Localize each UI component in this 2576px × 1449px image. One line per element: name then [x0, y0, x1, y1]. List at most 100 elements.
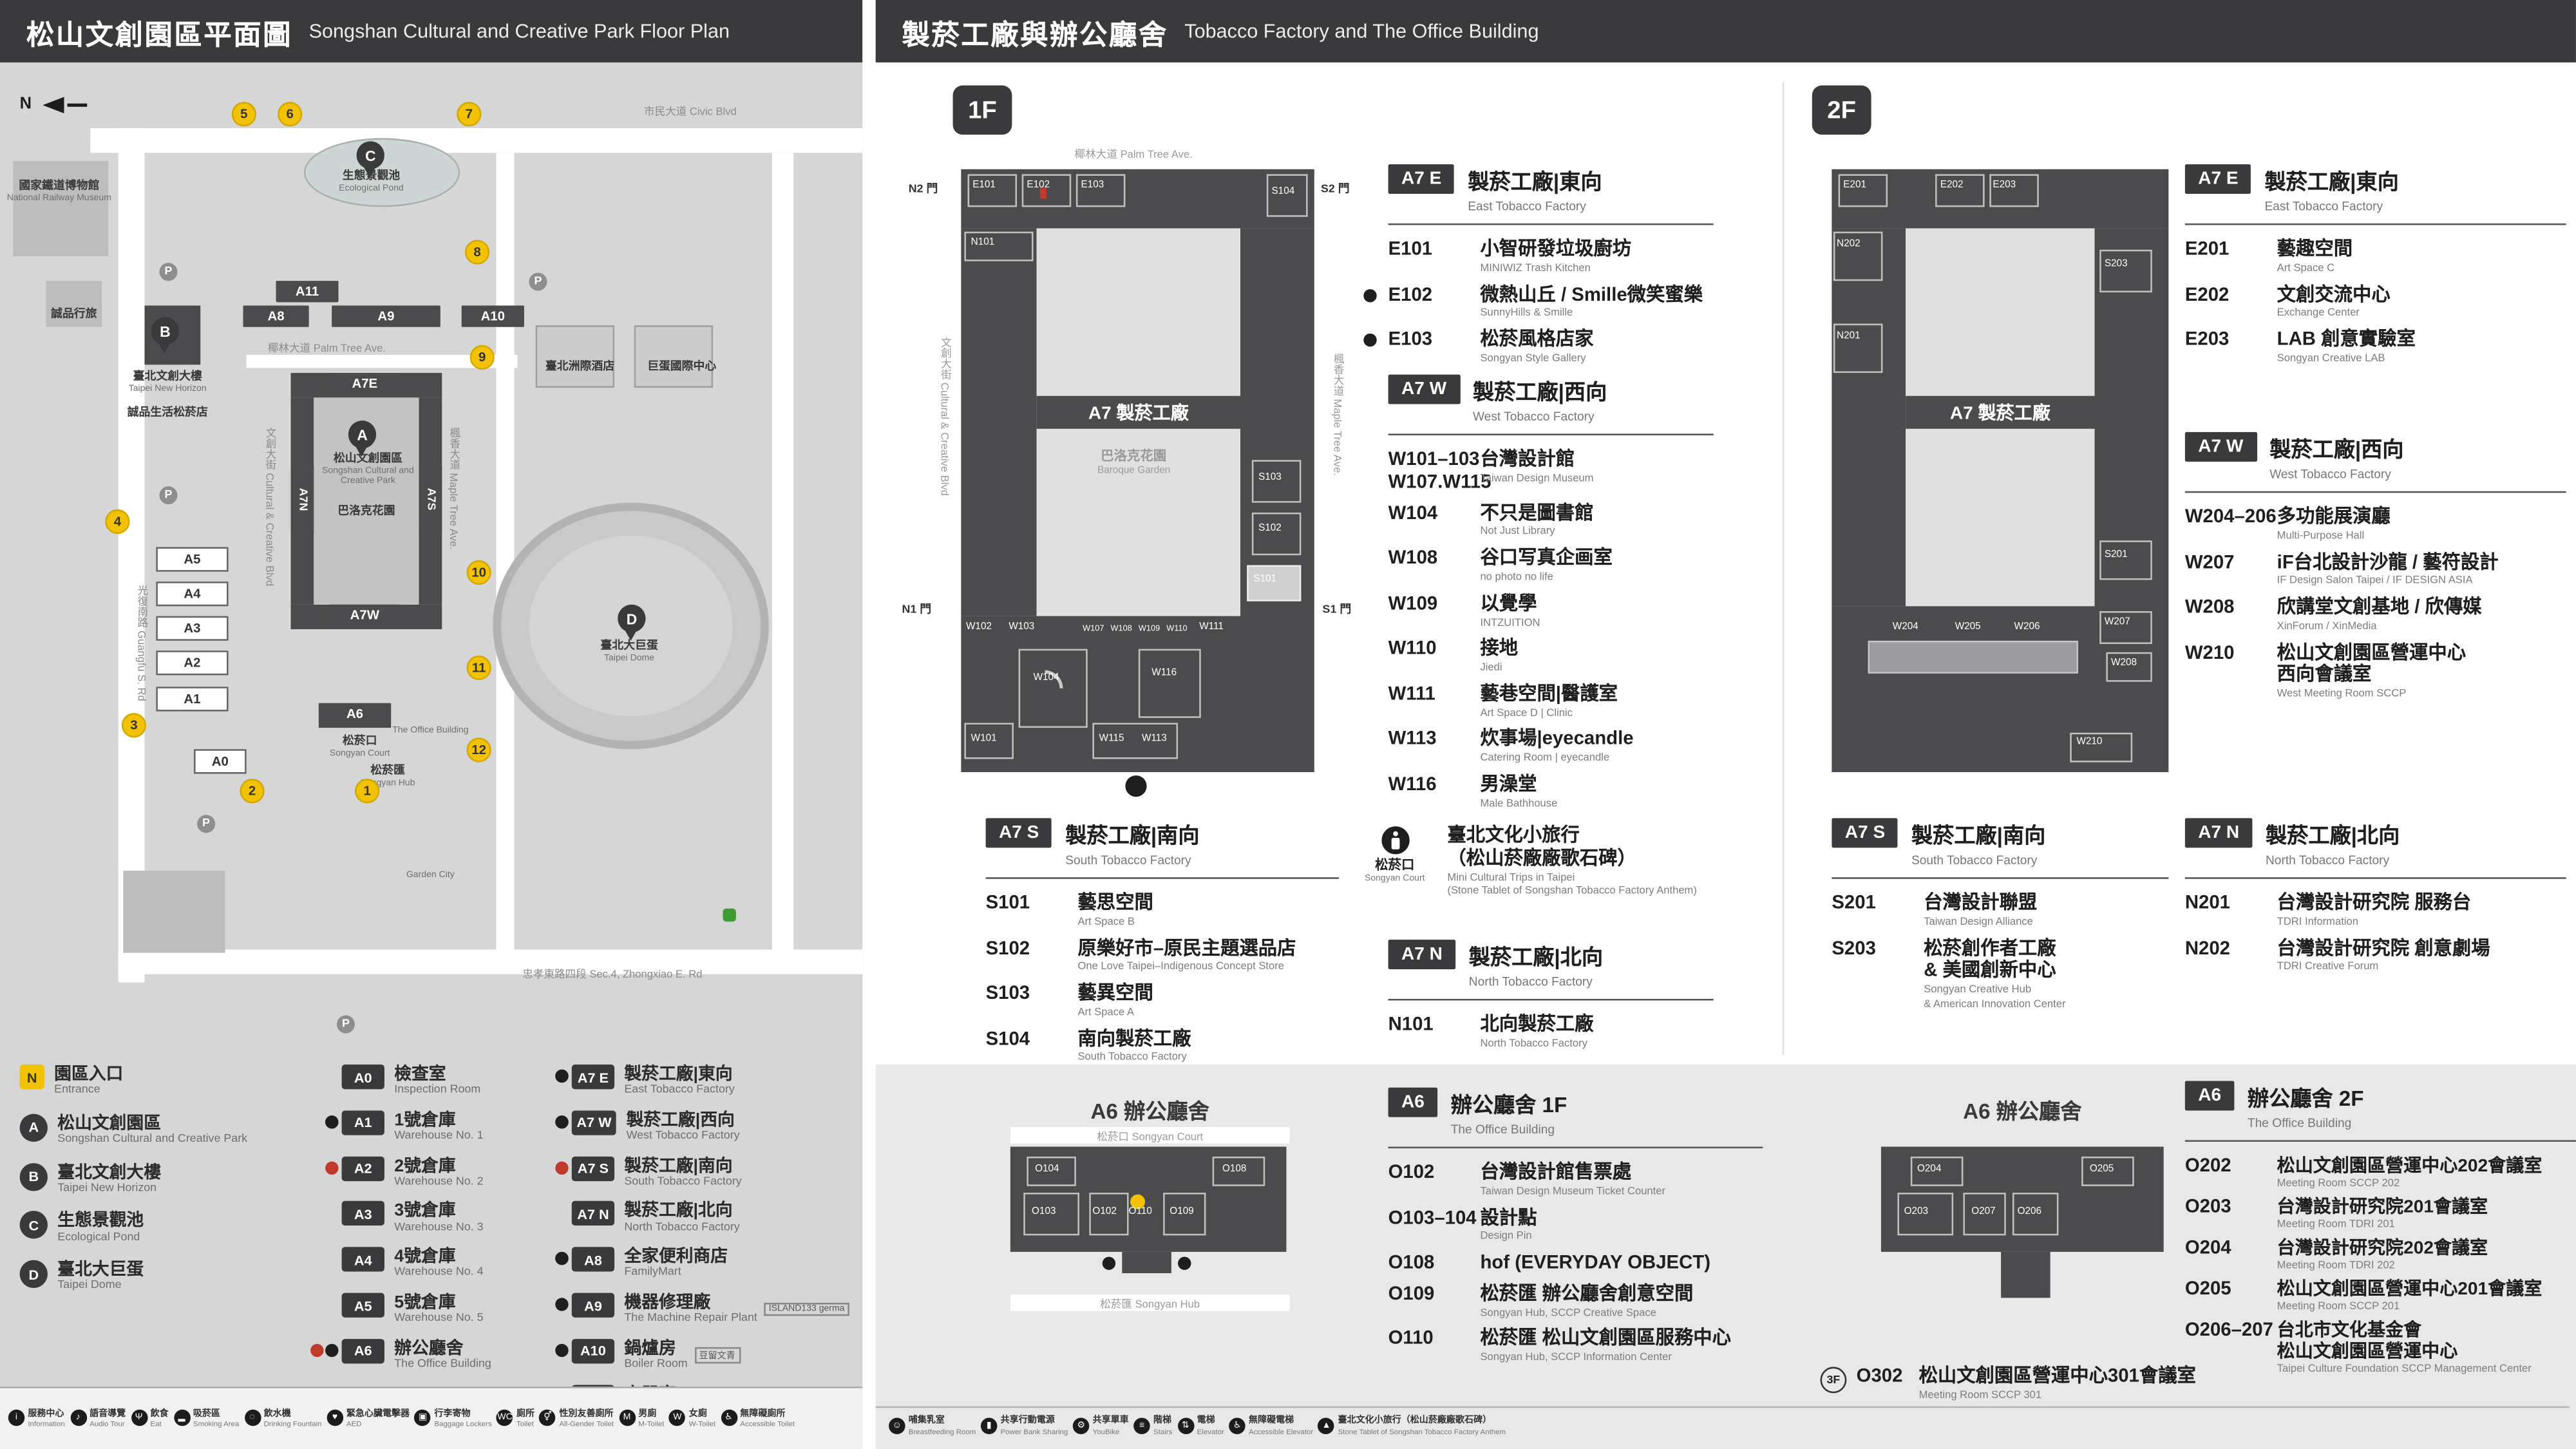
plan-label: O103	[1032, 1207, 1056, 1218]
amenity-icon	[555, 1343, 569, 1357]
plan-label: W210	[2076, 737, 2103, 748]
location-pin-A[interactable]: A	[348, 421, 377, 457]
location-pin-D[interactable]: D	[618, 604, 646, 641]
room-code: O203	[2185, 1198, 2277, 1234]
len: Warehouse No. 2	[394, 1175, 484, 1188]
i	[157, 341, 171, 360]
building-chip-A6[interactable]: A6	[318, 703, 392, 724]
div: W210	[2184, 643, 2235, 663]
entrance-marker-4[interactable]: 4	[105, 509, 130, 535]
room-code: E102	[1388, 285, 1481, 323]
building-chip-A5[interactable]: A5	[156, 547, 229, 572]
building-chip-A7E[interactable]: A7E	[328, 373, 401, 395]
building-chip-A4[interactable]: A4	[156, 582, 229, 607]
building-chip-A10[interactable]: A10	[461, 305, 524, 327]
room-row-o302[interactable]: 3F O302 松山文創園區營運中心301會議室 Meeting Room SC…	[1820, 1367, 2240, 1404]
room-name-en: Taipei Culture Foundation SCCP Managemen…	[2277, 1363, 2532, 1376]
amenity-icon	[325, 1115, 339, 1129]
entrance-marker-6[interactable]: 6	[278, 102, 303, 127]
entrance-marker-10[interactable]: 10	[466, 560, 491, 585]
room-name-zh: 台灣設計研究院 創意劇場	[2277, 939, 2490, 959]
entrance-marker-3[interactable]: 3	[121, 713, 147, 738]
entrance-marker-2[interactable]: 2	[240, 779, 265, 804]
building-chip-A7S[interactable]: A7S	[419, 464, 442, 535]
location-pin-B[interactable]: B	[151, 317, 180, 354]
building-chip-A2[interactable]: A2	[156, 650, 229, 676]
entrance-marker-1[interactable]: 1	[355, 779, 380, 804]
fac-zh: 共享行動電源	[1000, 1416, 1055, 1426]
building-chip-A0[interactable]: A0	[194, 749, 247, 774]
len: The Office Building	[394, 1358, 491, 1370]
room-code: O102	[1388, 1163, 1481, 1200]
entrance-marker-8[interactable]: 8	[464, 240, 490, 265]
building-chip-A7N[interactable]: A7N	[290, 464, 314, 535]
railway-museum-block	[13, 160, 109, 256]
len: Taipei Dome	[57, 1280, 122, 1292]
building-chip-A9[interactable]: A9	[332, 305, 440, 327]
entrance-marker-9[interactable]: 9	[469, 345, 495, 370]
legend-badge: A8	[571, 1247, 615, 1273]
building-chip-A3[interactable]: A3	[156, 616, 229, 641]
amenity-icon	[555, 1252, 569, 1265]
building-chip-A11[interactable]: A11	[276, 281, 339, 303]
entrance-marker-7[interactable]: 7	[457, 102, 482, 127]
room-name-en: Songyan Hub, SCCP Information Center	[1480, 1352, 1672, 1365]
plan-1f[interactable]	[862, 0, 2576, 1449]
entrance-marker-5[interactable]: 5	[231, 102, 256, 127]
location-pin-C[interactable]: C	[356, 141, 384, 178]
plan-label: O206	[2017, 1207, 2042, 1218]
building-chip-A8[interactable]: A8	[243, 305, 309, 327]
section-title-zh: 製菸工廠|南向	[1911, 823, 2046, 848]
building-chip-A7W[interactable]: A7W	[328, 604, 401, 626]
entrance-marker-11[interactable]: 11	[466, 655, 491, 681]
cell	[964, 723, 1014, 759]
room-name-en: Art Space A	[1077, 1007, 1135, 1019]
building-chip-A1[interactable]: A1	[156, 687, 229, 712]
entrance-marker-12[interactable]: 12	[466, 737, 491, 762]
